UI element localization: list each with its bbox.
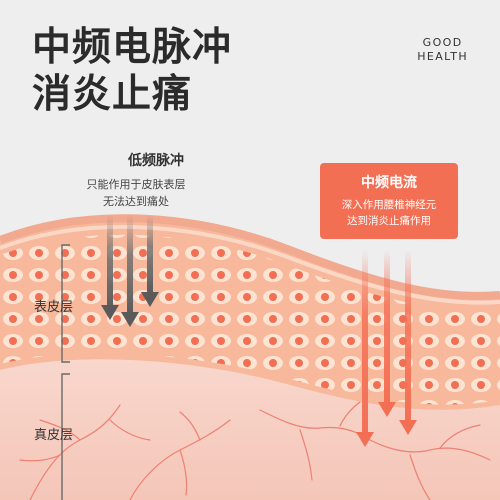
low-desc-line-2: 无法达到痛处 [103,195,169,208]
mid-frequency-callout: 中频电流 深入作用腰椎神经元 达到消炎止痛作用 [320,163,458,239]
brand-line-1: GOOD [422,36,463,49]
low-frequency-arrows [101,215,159,327]
mid-frequency-arrows [356,250,417,447]
main-title: 中频电脉冲 消炎止痛 [32,24,232,118]
title-line-2: 消炎止痛 [32,72,193,117]
low-frequency-title: 低频脉冲 [128,153,184,169]
epidermis-label: 表皮层 [34,300,74,315]
low-frequency-description: 只能作用于皮肤表层 无法达到痛处 [66,176,206,210]
brand-logo: GOOD HEALTH [417,36,468,64]
mid-desc-line-2: 达到消炎止痛作用 [347,215,431,227]
layer-brackets [61,244,70,500]
dermis-label: 真皮层 [34,428,74,443]
blood-vessels [19,401,491,500]
mid-desc-line-1: 深入作用腰椎神经元 [341,199,437,211]
epidermis-cells [0,234,500,405]
mid-frequency-description: 深入作用腰椎神经元 达到消炎止痛作用 [320,197,458,229]
dermis-layer [0,359,500,500]
title-line-1: 中频电脉冲 [32,25,233,70]
brand-line-2: HEALTH [417,50,468,63]
low-desc-line-1: 只能作用于皮肤表层 [86,178,186,191]
skin-surface [0,214,500,300]
mid-frequency-title: 中频电流 [361,175,417,191]
